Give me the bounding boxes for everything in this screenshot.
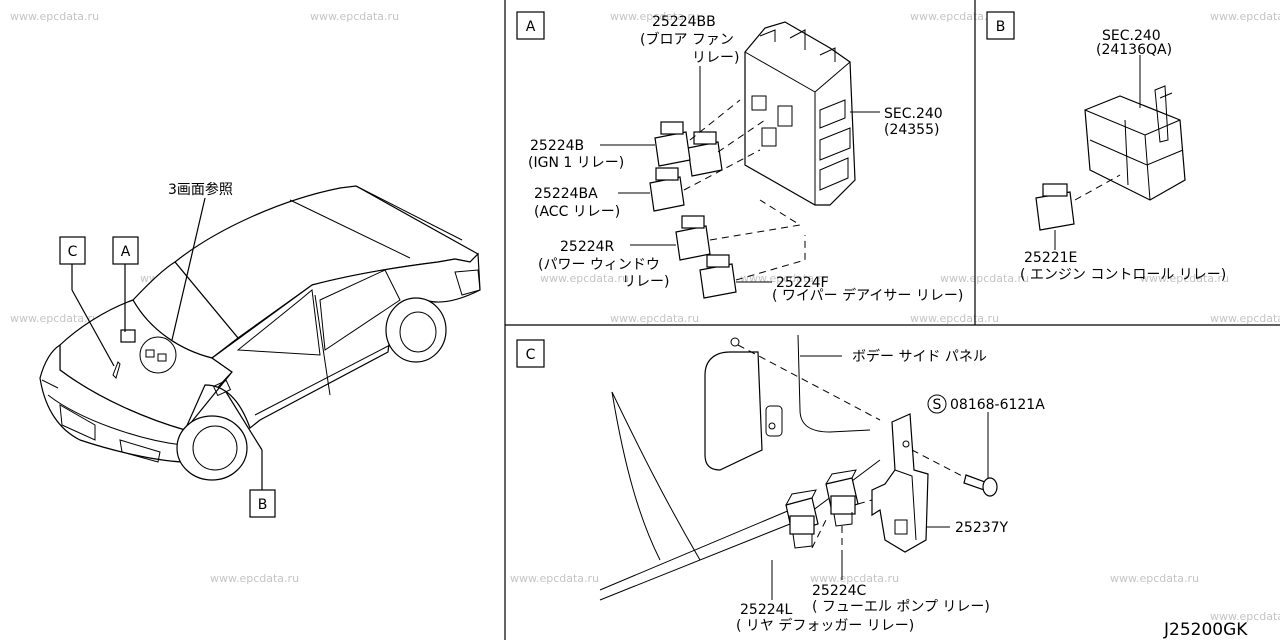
part-desc-25221e: ( エンジン コントロール リレー) bbox=[1020, 267, 1226, 283]
section-ref-a: SEC.240 bbox=[884, 106, 943, 122]
watermark-text: www.epcdata.ru bbox=[1110, 572, 1199, 585]
part-desc-25224f: ( ワイパー デアイサー リレー) bbox=[772, 287, 963, 304]
watermark-text: www.epcdata.ru bbox=[310, 10, 399, 23]
panel-c: C S 08168-6121A bbox=[516, 334, 1045, 634]
part-desc-25224r-line2: リレー) bbox=[622, 274, 669, 290]
callout-a-label: A bbox=[121, 244, 131, 260]
watermark-text: www.epcdata.ru bbox=[1210, 10, 1280, 23]
watermark-text: www.epcdata.ru bbox=[1140, 272, 1229, 285]
relay-25224bb bbox=[687, 131, 723, 177]
watermark-text: www.epcdata.ru bbox=[1210, 610, 1280, 623]
watermark-text: www.epcdata.ru bbox=[540, 272, 629, 285]
section-ref-b: SEC.240 bbox=[1102, 28, 1161, 44]
part-number-25224ba: 25224BA bbox=[534, 186, 598, 202]
part-number-25224bb: 25224BB bbox=[652, 14, 716, 30]
car-overview: C A B 3画面参照 bbox=[39, 181, 481, 518]
watermark-text: www.epcdata.ru bbox=[10, 10, 99, 23]
watermark-text: www.epcdata.ru bbox=[510, 572, 599, 585]
part-number-25224r: 25224R bbox=[560, 239, 615, 255]
part-number-25224b: 25224B bbox=[530, 138, 584, 154]
bolt-part-number: 08168-6121A bbox=[950, 397, 1045, 413]
part-desc-25224r-line1: (パワー ウィンドウ bbox=[538, 257, 660, 273]
watermark-text: www.epcdata.ru bbox=[610, 10, 699, 23]
part-desc-25224b: (IGN 1 リレー) bbox=[528, 155, 624, 171]
relay-25224l bbox=[785, 489, 819, 549]
relay-25224f bbox=[699, 254, 737, 299]
panel-b: B SEC.240 (24136QA) 25221E ( エンジン コントロール… bbox=[986, 11, 1226, 283]
fuse-block bbox=[744, 21, 856, 206]
relay-25221e bbox=[1035, 183, 1075, 231]
relay-25224b bbox=[654, 121, 691, 167]
panel-c-tag: C bbox=[526, 347, 536, 363]
relay-25224ba bbox=[649, 167, 685, 212]
watermark-text: www.epcdata.ru bbox=[10, 312, 99, 325]
body-side-panel-label: ボデー サイド パネル bbox=[852, 348, 987, 365]
see-three-screens-note: 3画面参照 bbox=[168, 181, 233, 198]
watermark-text: www.epcdata.ru bbox=[810, 572, 899, 585]
relay-bracket bbox=[1084, 85, 1186, 201]
watermark-text: www.epcdata.ru bbox=[940, 272, 1029, 285]
bolt-s-symbol: S bbox=[933, 397, 942, 413]
part-number-25224f: 25224F bbox=[776, 275, 829, 291]
diagram-code: J25200GK bbox=[1163, 620, 1248, 640]
car-illustration bbox=[39, 185, 481, 481]
section-sub-b: (24136QA) bbox=[1096, 42, 1172, 58]
section-sub-a: (24355) bbox=[884, 122, 939, 138]
part-desc-25224c: ( フューエル ポンプ リレー) bbox=[812, 599, 990, 615]
relay-bracket-25237y bbox=[871, 413, 929, 553]
part-number-25224c: 25224C bbox=[812, 583, 867, 599]
panel-a: A bbox=[516, 11, 963, 304]
relay-25224c bbox=[825, 469, 859, 527]
bracket-part-number: 25237Y bbox=[955, 520, 1009, 536]
callout-b-label: B bbox=[258, 497, 268, 513]
panel-a-tag: A bbox=[526, 19, 536, 35]
watermark-text: www.epcdata.ru bbox=[1210, 312, 1280, 325]
part-desc-25224bb-line1: (ブロア ファン bbox=[640, 31, 734, 48]
body-side-panel bbox=[599, 334, 881, 601]
part-desc-25224bb-line2: リレー) bbox=[692, 50, 739, 66]
watermark-text: www.epcdata.ru bbox=[910, 10, 999, 23]
panel-frame bbox=[504, 0, 1280, 640]
part-desc-25224l: ( リヤ デフォッガー リレー) bbox=[736, 617, 914, 634]
part-number-25224l: 25224L bbox=[740, 602, 793, 618]
watermark-text: www.epcdata.ru bbox=[610, 312, 699, 325]
watermark-text: www.epcdata.ru bbox=[210, 572, 299, 585]
callout-c-label: C bbox=[68, 244, 78, 260]
part-number-25221e: 25221E bbox=[1024, 250, 1077, 266]
watermark-text: www.epcdata.ru bbox=[910, 312, 999, 325]
part-desc-25224ba: (ACC リレー) bbox=[534, 204, 620, 220]
panel-b-tag: B bbox=[996, 19, 1006, 35]
bolt-08168 bbox=[963, 474, 998, 497]
relay-25224r bbox=[675, 215, 711, 261]
